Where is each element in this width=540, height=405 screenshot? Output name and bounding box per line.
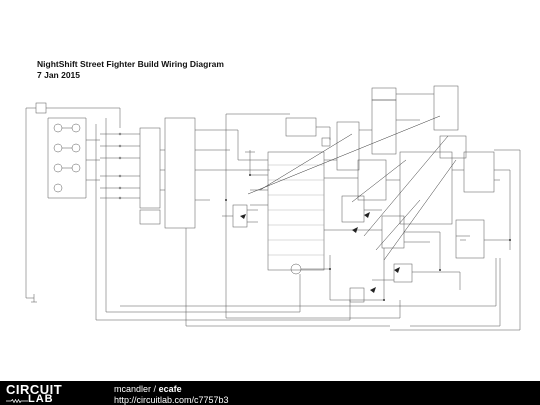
switch-bank — [100, 132, 140, 200]
logo-wordmark-top: CIRCUIT — [6, 382, 63, 397]
resistor-icon — [6, 399, 28, 403]
audio-amp — [433, 85, 459, 131]
encoder-chip — [139, 209, 161, 225]
button-led-group — [47, 117, 87, 199]
sound-module — [341, 195, 365, 223]
psu-header — [371, 87, 397, 101]
path-separator: / — [153, 384, 157, 394]
transformer — [349, 287, 365, 303]
bottom-coil — [393, 263, 413, 283]
schematic-sheet: NightShift Street Fighter Build Wiring D… — [25, 59, 521, 331]
author-link[interactable]: mcandler — [114, 384, 152, 394]
wiring-schematic — [25, 85, 521, 331]
dc-converter — [336, 121, 360, 171]
mux-chip — [139, 127, 161, 209]
main-processor — [267, 151, 325, 271]
mosfet-block — [381, 215, 405, 249]
fan-motor — [290, 263, 302, 275]
power-relay — [285, 117, 317, 137]
battery-pack — [455, 219, 485, 259]
speaker-amp — [463, 151, 495, 193]
mcu-left — [164, 117, 196, 229]
diagram-title: NightShift Street Fighter Build Wiring D… — [37, 59, 224, 69]
project-name[interactable]: ecafe — [158, 384, 182, 394]
footer-bar: CIRCUIT LAB mcandler / ecafe http://circ… — [0, 381, 540, 405]
psu-block — [371, 99, 397, 155]
speaker-block — [35, 102, 47, 114]
circuit-url-link[interactable]: http://circuitlab.com/c7757b3 — [114, 395, 229, 405]
circuitlab-logo[interactable]: CIRCUIT LAB — [6, 382, 92, 405]
bms-module — [439, 135, 467, 159]
logo-wordmark-bottom: LAB — [28, 393, 54, 405]
diagram-date: 7 Jan 2015 — [37, 70, 81, 80]
battery-controller — [399, 151, 453, 225]
